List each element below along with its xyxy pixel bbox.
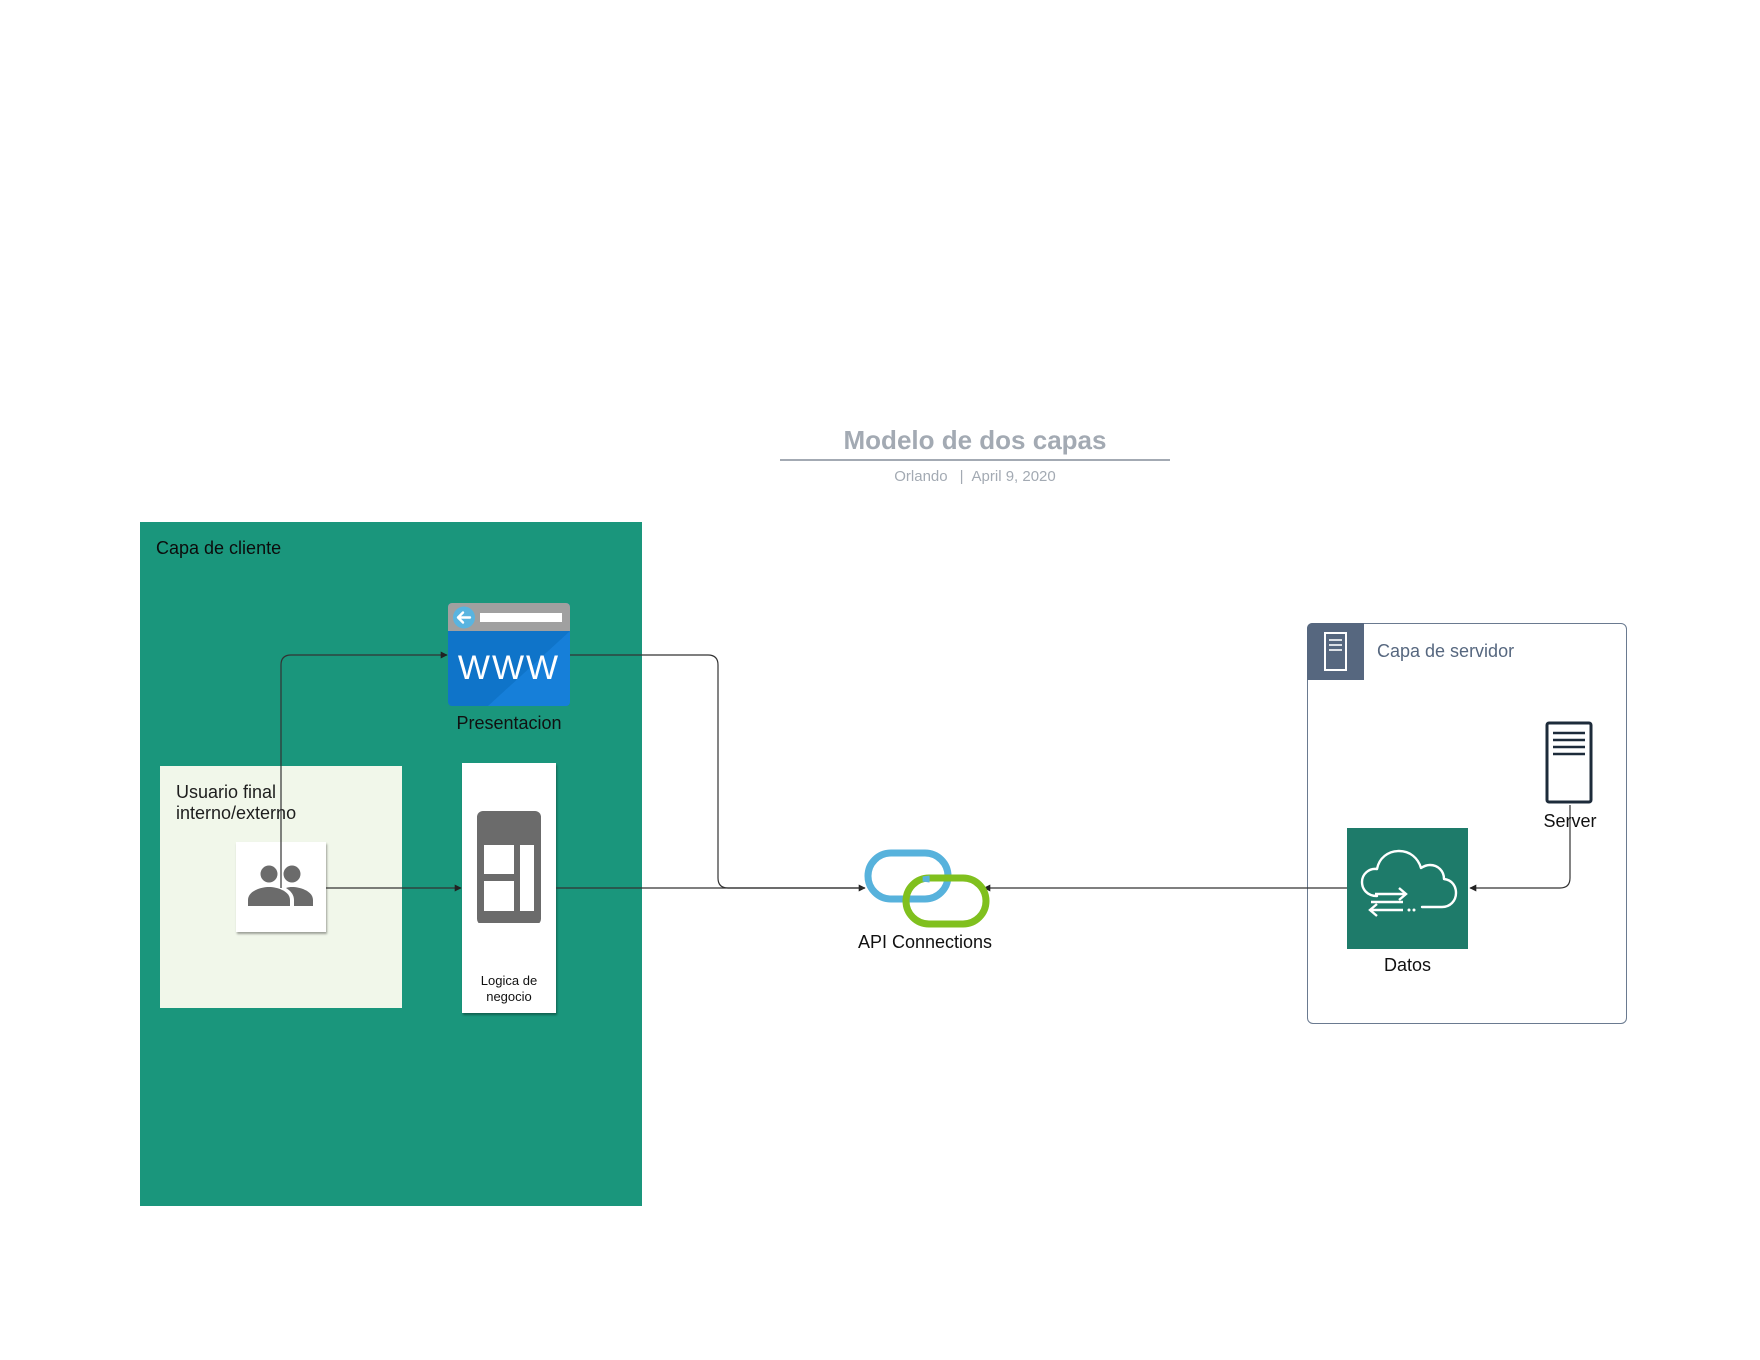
server-layer-container[interactable]: [1307, 623, 1627, 1024]
diagram-date: April 9, 2020: [971, 468, 1056, 485]
subtitle-separator: |: [959, 468, 964, 485]
server-layer-label: Capa de servidor: [1377, 641, 1515, 661]
www-icon-text: WWW: [458, 649, 560, 687]
server-label: Server: [1543, 811, 1597, 831]
datos-label: Datos: [1383, 955, 1432, 975]
business-logic-label-line1: Logica de: [480, 973, 538, 988]
link-icon[interactable]: [864, 849, 990, 928]
author-name: Orlando: [894, 468, 948, 485]
end-user-label: Usuario final interno/externo: [176, 782, 296, 824]
presentation-label: Presentacion: [456, 713, 562, 733]
server-icon: [1545, 721, 1593, 804]
cloud-transfer-icon: [1360, 849, 1458, 917]
business-logic-label: Logica de negocio: [462, 973, 556, 1005]
business-logic-label-line2: negocio: [486, 989, 532, 1004]
client-layer-label: Capa de cliente: [156, 538, 282, 558]
api-connections-label: API Connections: [857, 932, 993, 952]
server-layer-header-icon: [1307, 623, 1364, 680]
server-rack-icon: [1324, 632, 1347, 671]
title-underline: [780, 459, 1170, 461]
end-user-label-line2: interno/externo: [176, 803, 297, 823]
users-icon-tile[interactable]: [236, 842, 326, 932]
diagram-title: Modelo de dos capas: [843, 425, 1107, 455]
business-logic-node[interactable]: [462, 763, 556, 1013]
end-user-label-line1: Usuario final: [176, 782, 277, 802]
diagram-subtitle: Orlando | April 9, 2020: [780, 468, 1170, 485]
users-icon: [248, 865, 313, 906]
datos-node[interactable]: [1347, 828, 1468, 949]
browser-www-icon: WWW: [448, 603, 570, 706]
layout-panel-icon: [477, 811, 541, 925]
server-node[interactable]: [1545, 721, 1595, 805]
presentation-www-node[interactable]: WWW: [448, 603, 570, 706]
